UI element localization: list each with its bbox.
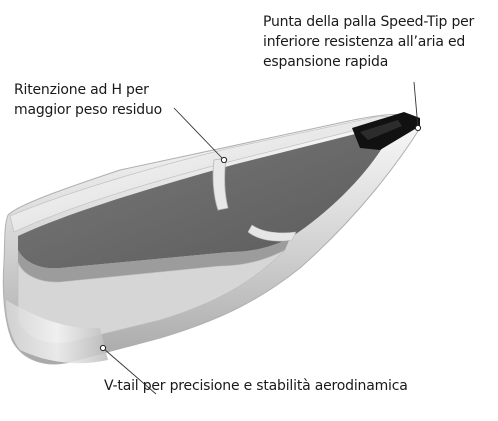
leader-dot-h: [220, 156, 228, 164]
callout-h-retention: Ritenzione ad H per maggior peso residuo: [14, 82, 163, 118]
h-retention-ridge: [212, 157, 229, 211]
speed-tip-cavity: [360, 120, 402, 140]
callout-v-tail: V-tail per precisione e stabilità aerodi…: [104, 378, 408, 394]
leader-dot-tail: [99, 344, 107, 352]
core-shadow-face: [18, 238, 290, 283]
boattail-band: [6, 300, 108, 364]
leader-line-tip: [413, 81, 419, 129]
leader-line-h: [173, 107, 223, 159]
leader-line-tail: [103, 348, 157, 395]
callout-speed-tip: Punta della palla Speed-Tip per inferior…: [263, 14, 475, 70]
leader-dot-tip: [414, 124, 422, 132]
lead-core: [18, 124, 395, 269]
h-retention-ridge-lower: [247, 224, 297, 242]
